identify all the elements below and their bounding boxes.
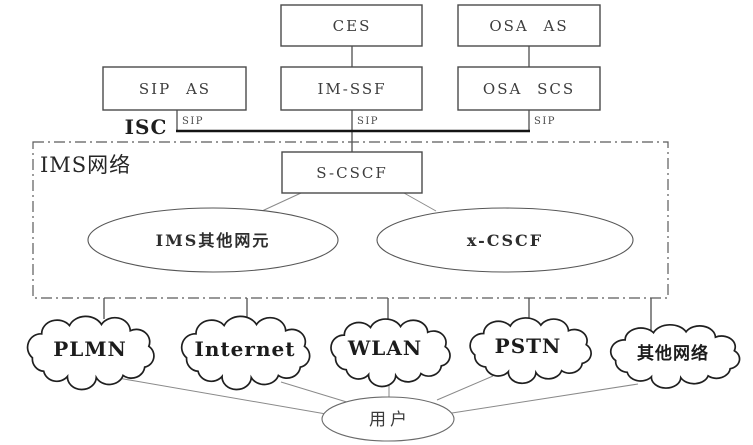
label-s-cscf: S-CSCF (316, 164, 388, 182)
edge-pstn-user (436, 375, 494, 401)
node-user (321, 396, 455, 442)
label-pstn: PSTN (495, 334, 562, 358)
label-other-network: 其他网络 (637, 343, 709, 364)
node-osa-as (457, 4, 601, 47)
label-sip-center: SIP (357, 116, 379, 127)
node-osa-scs (457, 66, 601, 111)
label-internet: Internet (195, 337, 296, 361)
label-sip-as: SIP AS (139, 80, 211, 98)
ims-region-border (32, 141, 669, 299)
label-ims-region: IMS网络 (40, 153, 131, 177)
label-wlan: WLAN (347, 336, 422, 360)
edge-plmn-user (117, 377, 327, 415)
node-sip-as (102, 66, 247, 111)
node-s-cscf (281, 151, 423, 194)
label-isc: ISC (125, 115, 168, 139)
node-ims-other-elements (87, 207, 339, 273)
label-plmn: PLMN (53, 337, 127, 361)
label-im-ssf: IM-SSF (317, 80, 386, 98)
label-ces: CES (333, 17, 372, 35)
label-x-cscf: x-CSCF (467, 231, 543, 250)
label-osa-as: OSA AS (489, 17, 568, 35)
edge-scscf-xcscf (403, 192, 437, 212)
label-user: 用户 (369, 410, 411, 430)
label-sip-left: SIP (182, 116, 204, 127)
node-x-cscf (376, 207, 634, 273)
label-osa-scs: OSA SCS (483, 80, 575, 98)
label-sip-right: SIP (534, 116, 556, 127)
edge-othernet-user (451, 383, 639, 414)
node-ces (280, 4, 423, 47)
label-ims-other-elements: IMS其他网元 (156, 231, 271, 250)
edge-scscf-imsother (261, 192, 302, 212)
node-im-ssf (280, 66, 423, 111)
edge-internet-user (280, 381, 351, 404)
